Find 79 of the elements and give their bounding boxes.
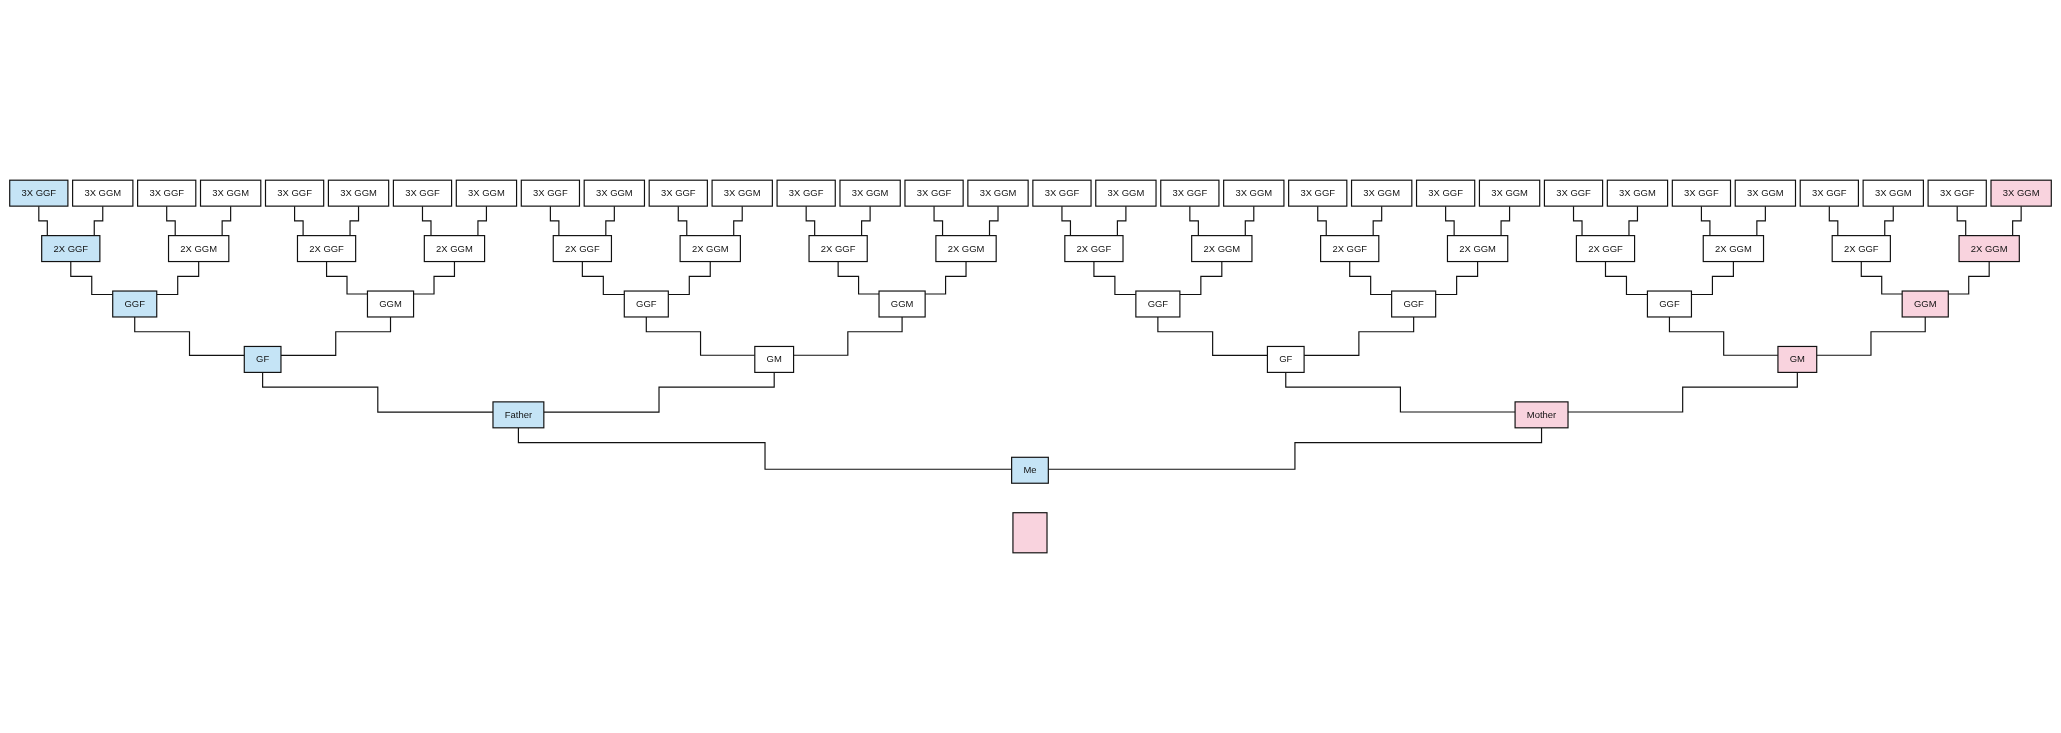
node-box: 3X GGF: [392, 179, 453, 207]
node-box: 3X GGM: [1223, 179, 1285, 207]
node-box: 3X GGF: [1032, 179, 1092, 207]
node-box: 3X GGM: [1862, 179, 1924, 207]
connector: [1816, 316, 1926, 356]
node-box: 3X GGM: [967, 179, 1029, 207]
connector: [837, 260, 880, 295]
node-box: GF: [1266, 345, 1305, 373]
connector: [1435, 260, 1479, 296]
connector: [1604, 260, 1648, 296]
connector: [581, 260, 625, 296]
node-box: Father: [492, 401, 545, 429]
node-box: 3X GGF: [1543, 179, 1604, 207]
node-box: GGF: [1646, 290, 1693, 318]
node-box: GGF: [623, 290, 669, 318]
node-box: 3X GGF: [648, 179, 708, 207]
node-box: GF: [243, 345, 282, 373]
node-box: 3X GGF: [1799, 179, 1859, 207]
node-box: 3X GGM: [72, 179, 134, 207]
node-box: 2X GGF: [1831, 235, 1891, 263]
node-box: 3X GGM: [455, 179, 518, 207]
node-box: 3X GGM: [199, 179, 262, 207]
node-box: 2X GGM: [679, 235, 741, 263]
node-box: [1012, 512, 1048, 554]
node-box: 3X GGM: [583, 179, 646, 207]
node-box: 3X GGM: [1350, 179, 1413, 207]
node-box: 2X GGM: [1446, 235, 1509, 263]
node-box: 2X GGM: [935, 235, 997, 263]
connector: [543, 371, 775, 413]
node-box: 2X GGM: [1702, 235, 1765, 263]
node-box: GGF: [1391, 290, 1437, 318]
node-box: 2X GGF: [296, 235, 357, 263]
node-box: 3X GGM: [1095, 179, 1157, 207]
node-box: 2X GGM: [167, 235, 230, 263]
node-box: 3X GGF: [1927, 179, 1987, 207]
connector: [1285, 371, 1516, 413]
node-box: 3X GGF: [904, 179, 964, 207]
connector: [1179, 260, 1223, 296]
node-box: 2X GGM: [423, 235, 486, 263]
node-box: 3X GGM: [1478, 179, 1541, 207]
node-box: Me: [1011, 456, 1049, 484]
node-box: 2X GGF: [1064, 235, 1124, 263]
node-box: GGM: [366, 290, 415, 318]
node-box: 3X GGF: [9, 179, 69, 207]
node-box: 3X GGF: [1671, 179, 1732, 207]
node-box: Mother: [1514, 401, 1569, 429]
connector: [134, 316, 245, 357]
node-box: GM: [1777, 345, 1818, 373]
node-box: GGF: [112, 290, 158, 318]
node-box: 2X GGF: [552, 235, 613, 263]
node-box: GGM: [1901, 290, 1949, 318]
node-box: 3X GGM: [327, 179, 390, 207]
node-box: 3X GGM: [839, 179, 901, 207]
node-box: GM: [754, 345, 795, 373]
node-box: 3X GGM: [1606, 179, 1669, 207]
node-box: 3X GGM: [711, 179, 773, 207]
node-box: 3X GGF: [520, 179, 581, 207]
node-box: 3X GGF: [264, 179, 325, 207]
connector: [156, 260, 200, 296]
connector: [1860, 260, 1903, 295]
node-box: GGF: [1135, 290, 1181, 318]
node-box: 3X GGM: [1990, 179, 2052, 207]
connector: [280, 316, 392, 357]
node-box: GGM: [878, 290, 926, 318]
node-box: 2X GGF: [41, 235, 101, 263]
node-box: 3X GGF: [1160, 179, 1220, 207]
node-box: 2X GGF: [1320, 235, 1380, 263]
node-box: 2X GGM: [1191, 235, 1253, 263]
node-box: 3X GGF: [1288, 179, 1348, 207]
node-box: 2X GGM: [1958, 235, 2020, 263]
node-box: 2X GGF: [1575, 235, 1636, 263]
node-box: 3X GGF: [776, 179, 836, 207]
node-box: 3X GGM: [1734, 179, 1797, 207]
node-box: 3X GGF: [1415, 179, 1476, 207]
connector: [1157, 316, 1268, 357]
connector: [793, 316, 903, 356]
node-box: 3X GGF: [137, 179, 197, 207]
node-box: 2X GGF: [808, 235, 868, 263]
connector: [413, 260, 456, 295]
